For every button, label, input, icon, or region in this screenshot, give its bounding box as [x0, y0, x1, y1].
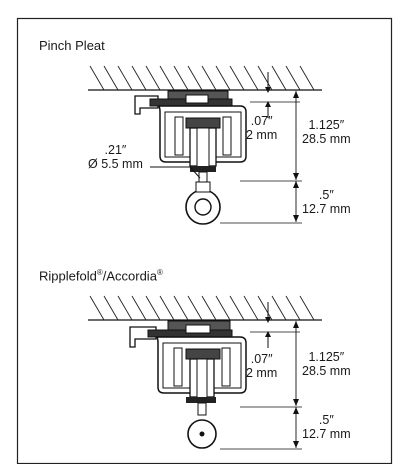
- body-metric: 28.5 mm: [302, 364, 351, 378]
- ripplefold-body-dimension: 1.125″ 28.5 mm: [302, 350, 351, 378]
- body-imperial: 1.125″: [308, 350, 345, 364]
- ripplefold-gap-dimension: .07″ 2 mm: [246, 352, 277, 380]
- ripplefold-title-part2: /Accordia: [102, 268, 157, 284]
- gap-metric: 2 mm: [246, 128, 278, 142]
- ring-imperial: .5″: [318, 188, 334, 202]
- ring-metric: 12.7 mm: [302, 202, 351, 216]
- ripplefold-carrier-drawing: [88, 295, 322, 450]
- ring-imperial: .5″: [318, 413, 334, 427]
- pinch-pleat-carrier-drawing: [88, 65, 322, 225]
- pin-imperial: .21″: [104, 143, 127, 157]
- gap-metric: 2 mm: [246, 366, 278, 380]
- pinch-pleat-gap-dimension: .07″ 2 mm: [246, 114, 277, 142]
- registered-mark: ®: [96, 268, 103, 277]
- registered-mark: ®: [156, 268, 163, 277]
- body-metric: 28.5 mm: [302, 132, 351, 146]
- ripplefold-ring-dimension: .5″ 12.7 mm: [302, 413, 351, 441]
- ripplefold-title-part1: Ripplefold: [39, 268, 97, 284]
- ripplefold-title: Ripplefold®/Accordia®: [39, 268, 163, 283]
- ring-metric: 12.7 mm: [302, 427, 351, 441]
- pinch-pleat-pin-dimension: .21″ Ø 5.5 mm: [88, 143, 143, 171]
- pin-metric: Ø 5.5 mm: [88, 157, 143, 171]
- body-imperial: 1.125″: [308, 118, 345, 132]
- pinch-pleat-body-dimension: 1.125″ 28.5 mm: [302, 118, 351, 146]
- pinch-pleat-ring-dimension: .5″ 12.7 mm: [302, 188, 351, 216]
- gap-imperial: .07″: [250, 114, 273, 128]
- pinch-pleat-title: Pinch Pleat: [39, 38, 105, 53]
- gap-imperial: .07″: [250, 352, 273, 366]
